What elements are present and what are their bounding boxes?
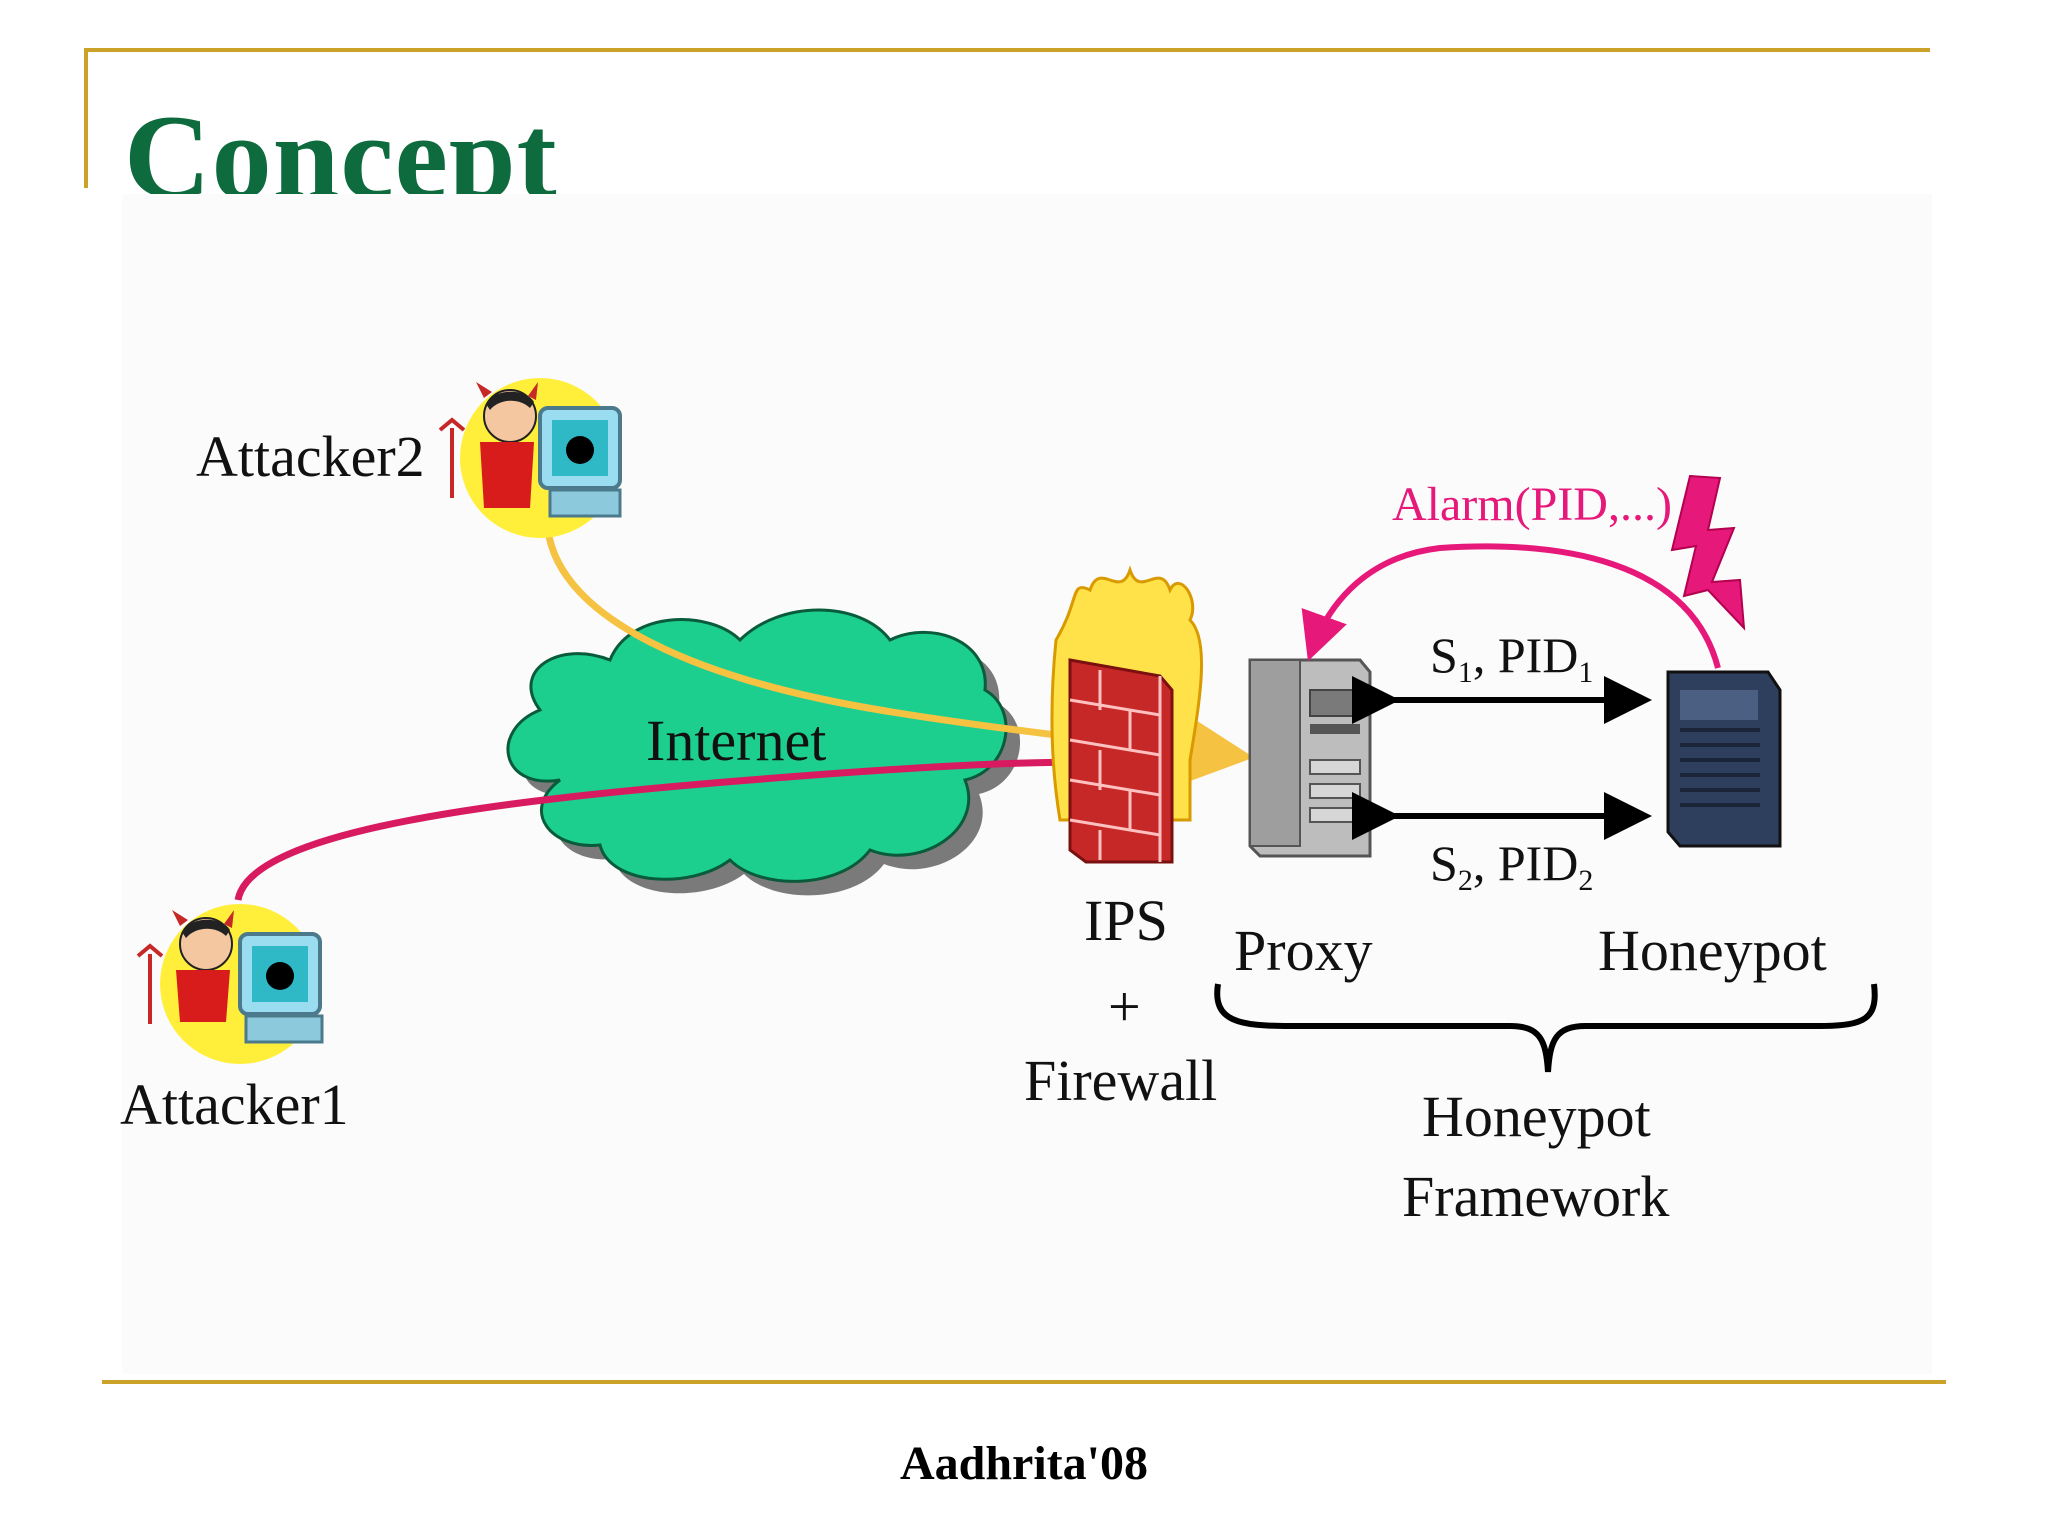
server-icon [1666,670,1782,848]
ips-label: IPS [1084,888,1168,953]
firewall-icon [1050,565,1203,864]
top-rule [84,48,1930,52]
footer-label: Aadhrita'08 [899,1437,1148,1490]
session-link-2-label: S2, PID2 [1430,835,1593,897]
diagram-figure [122,194,1932,1374]
session-link-1-label: S1, PID1 [1430,627,1593,689]
server-icon [1248,658,1372,858]
framework-label-line1: Honeypot [1422,1084,1651,1149]
firewall-label: Firewall [1024,1048,1217,1113]
bottom-rule [102,1380,1946,1384]
cloud-icon [506,608,1021,896]
alarm-label: Alarm(PID,...) [1392,478,1672,531]
plus-label: + [1108,974,1141,1039]
framework-brace [1214,983,1878,1073]
proxy-label: Proxy [1234,918,1373,983]
honeypot-label: Honeypot [1598,918,1827,983]
attacker1-path [234,758,1091,901]
devil-attacker-icon [136,904,324,1064]
attacker2-label: Attacker2 [196,424,425,489]
alarm-arrow [1301,543,1721,669]
attacker1-label: Attacker1 [120,1072,349,1137]
devil-attacker-icon [438,378,622,538]
lightning-icon [1670,474,1746,631]
left-rule [84,48,88,188]
framework-label-line2: Framework [1402,1164,1669,1229]
internet-label: Internet [646,708,826,773]
